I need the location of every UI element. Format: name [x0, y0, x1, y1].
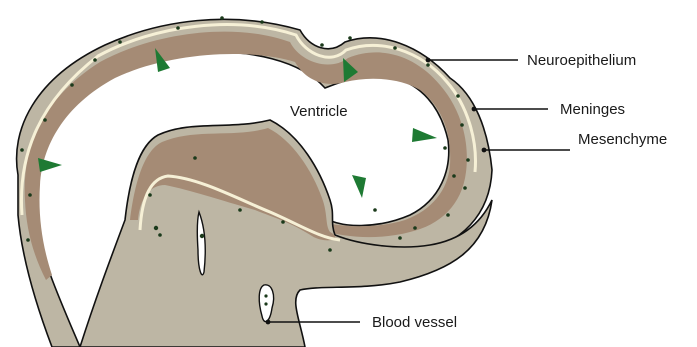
pin-meninges [472, 107, 477, 112]
pin-neuroepithelium [426, 58, 431, 63]
arrowhead-4 [38, 158, 62, 172]
label-mesenchyme: Mesenchyme [578, 131, 667, 148]
label-ventricle: Ventricle [290, 103, 348, 120]
label-blood-vessel: Blood vessel [372, 314, 457, 331]
arrowhead-3 [412, 128, 437, 142]
arrowhead-5 [352, 175, 366, 198]
pin-blood-vessel [266, 320, 271, 325]
label-neuroepithelium: Neuroepithelium [527, 52, 636, 69]
pin-mesenchyme [482, 148, 487, 153]
label-meninges: Meninges [560, 101, 625, 118]
